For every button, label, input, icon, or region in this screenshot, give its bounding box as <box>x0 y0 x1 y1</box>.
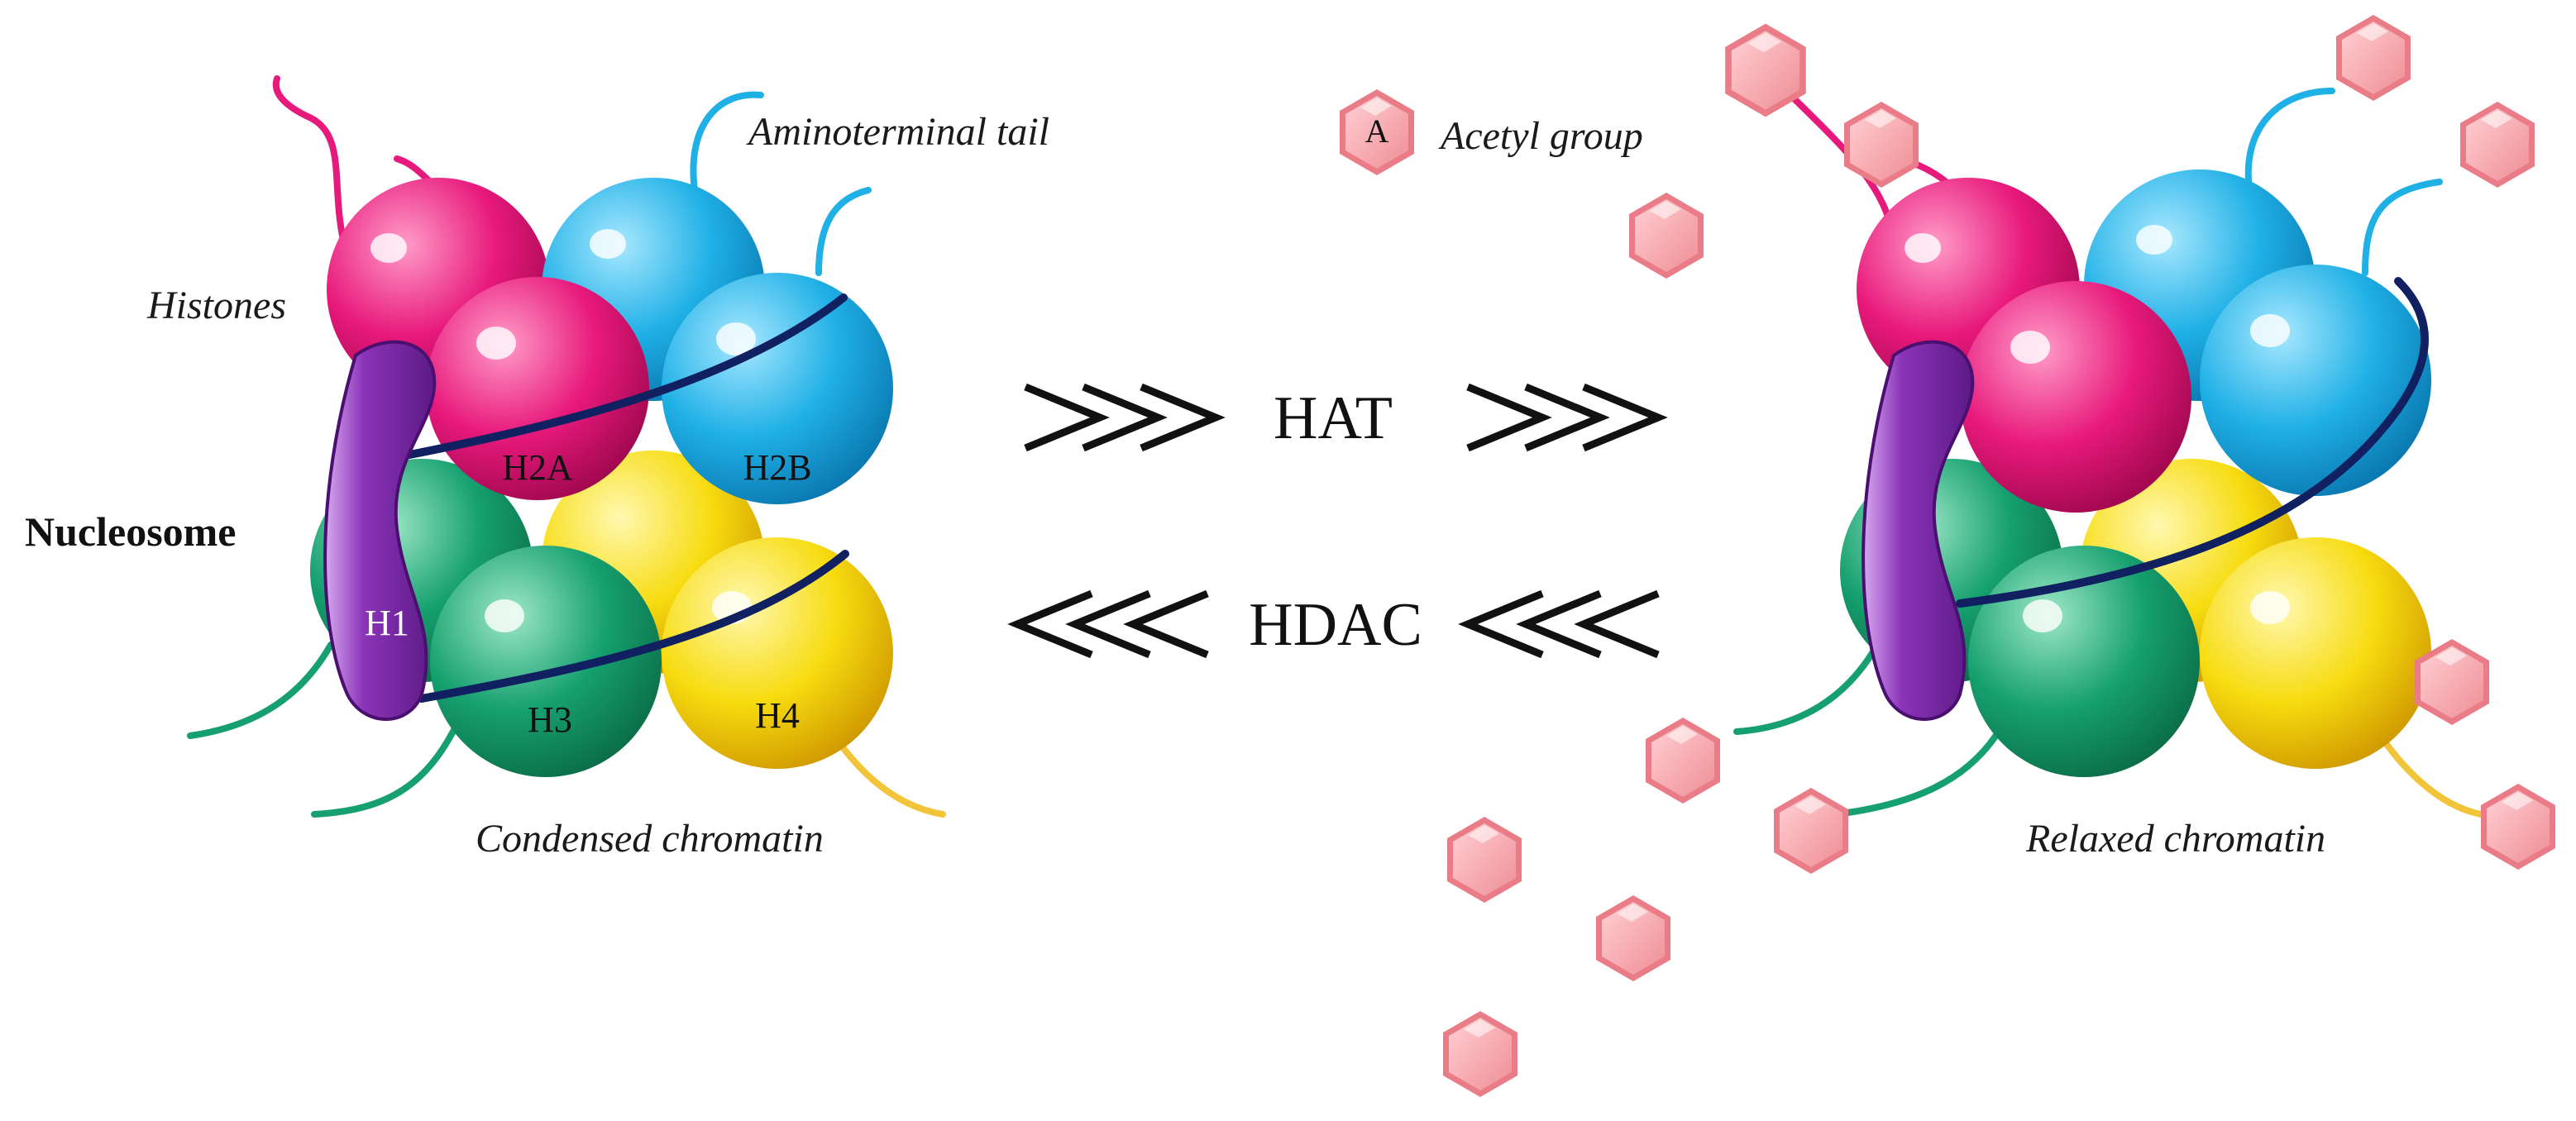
label-h2b: H2B <box>743 447 811 488</box>
histone-blue-front <box>2200 265 2431 496</box>
tail-blue-1 <box>2244 88 2335 193</box>
dna-strand-relaxed <box>1956 277 2429 608</box>
acetyl-group <box>1443 1011 1517 1097</box>
sphere-highlights-right <box>1905 225 2290 632</box>
acetyl-legend: A Acetyl group <box>1340 89 1643 175</box>
label-relaxed-chromatin: Relaxed chromatin <box>2025 817 2325 861</box>
acetyl-group <box>1596 895 1670 981</box>
label-h2a: H2A <box>502 447 573 488</box>
tail-h3-left <box>187 642 334 739</box>
hat-arrows-right-2 <box>1466 383 1668 452</box>
label-nucleosome: Nucleosome <box>25 508 237 555</box>
label-aminoterminal-tail: Aminoterminal tail <box>746 110 1049 154</box>
histone-yellow-front <box>2200 537 2431 769</box>
label-h4: H4 <box>755 695 800 736</box>
acetyl-group <box>1844 102 1919 188</box>
acetyl-group <box>1646 718 1720 804</box>
acetyl-group <box>2460 102 2535 188</box>
histone-pink-front <box>1960 281 2191 513</box>
tail-blue-2 <box>2362 179 2443 276</box>
label-histones: Histones <box>146 284 286 327</box>
acetyl-group <box>1447 817 1522 903</box>
hdac-arrows-left <box>1007 589 1209 659</box>
histone-h3 <box>430 546 662 777</box>
histone-h1-right <box>1862 340 1975 721</box>
label-acetyl-group: Acetyl group <box>1438 114 1643 158</box>
tail-green-2 <box>1833 708 2013 818</box>
acetyl-group <box>2336 15 2411 101</box>
tail-h3-bottom <box>311 708 466 818</box>
tail-h2b-back <box>690 91 764 193</box>
tail-h2a-back <box>272 75 346 243</box>
tail-green-1 <box>1733 642 1881 735</box>
histone-green-front <box>1968 546 2200 777</box>
hdac-arrows-left-2 <box>1458 589 1660 659</box>
tail-h2b-front <box>815 187 872 276</box>
acetyl-group <box>2481 784 2555 870</box>
hat-arrows-right <box>1024 383 1226 452</box>
label-h3: H3 <box>528 699 572 740</box>
label-hat: HAT <box>1274 384 1393 452</box>
acetyl-group <box>1629 193 1704 279</box>
label-h1: H1 <box>365 603 409 643</box>
acetyl-symbol: A <box>1365 112 1389 150</box>
histone-h1 <box>323 340 437 721</box>
relaxed-nucleosome <box>1733 79 2484 818</box>
label-hdac: HDAC <box>1249 591 1422 659</box>
dna-strand-lower <box>418 550 849 703</box>
acetyl-group <box>1774 788 1848 874</box>
dna-strand-upper <box>385 293 848 463</box>
label-condensed-chromatin: Condensed chromatin <box>476 817 824 861</box>
condensed-nucleosome: H2A H2B H1 H3 H4 <box>187 75 946 818</box>
